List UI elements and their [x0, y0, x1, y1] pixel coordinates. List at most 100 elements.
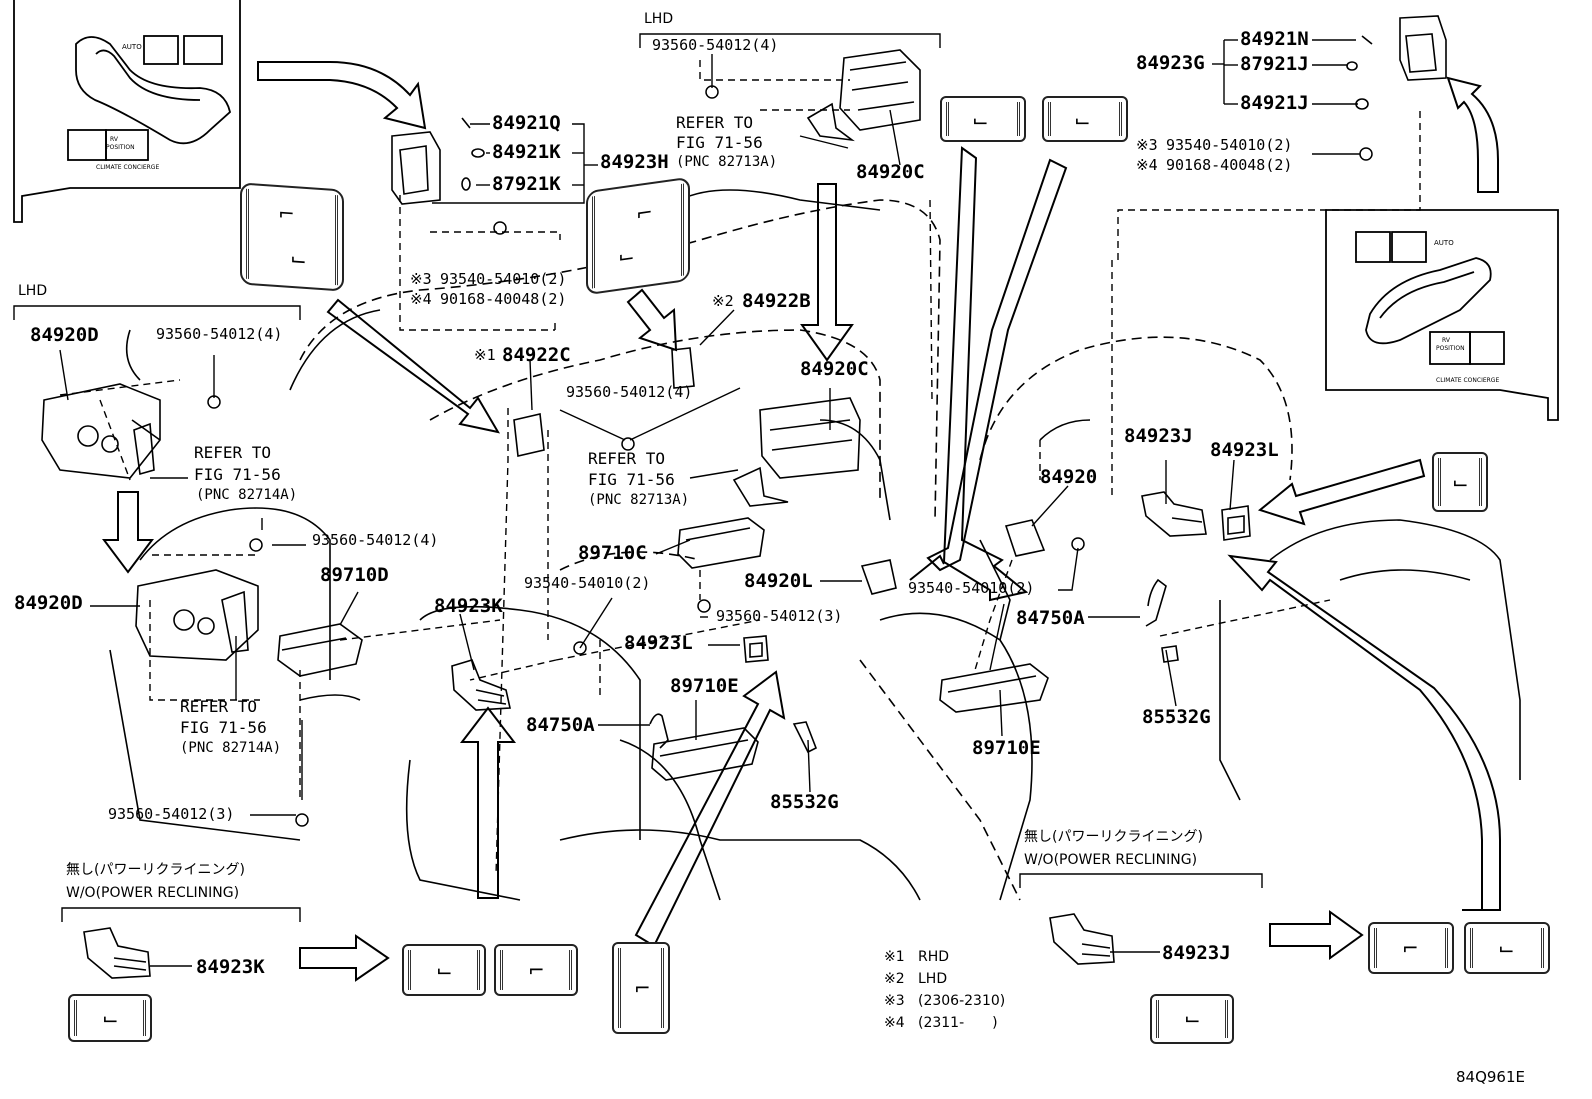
seat-switch-bl-3: ⌙	[68, 994, 152, 1042]
note-mark-3-right: ※3	[1136, 136, 1158, 154]
seat-switch-top-2: ⌙	[1042, 96, 1128, 142]
panel-concierge-label-right: CLIMATE CONCIERGE	[1436, 377, 1500, 384]
part-90168-40048-top-left: 90168-40048(2)	[440, 290, 567, 308]
part-93560-54012-center-3: 93560-54012(3)	[716, 607, 843, 625]
seat-icon: ⌙	[436, 958, 453, 982]
part-93560-54012-center: 93560-54012(4)	[566, 383, 693, 401]
note-4-text: (2311- )	[918, 1015, 998, 1031]
trim-panels	[13, 0, 1559, 421]
panel-concierge-label: CLIMATE CONCIERGE	[96, 164, 160, 171]
seat-cushion-icon: ⌙	[290, 245, 307, 272]
part-93560-54012-left-lower: 93560-54012(3)	[108, 805, 235, 823]
seat-switch-right: ⌙	[1432, 452, 1488, 512]
part-93560-54012-left-upper: 93560-54012(4)	[156, 325, 283, 343]
part-84923h: 84923H	[600, 151, 669, 173]
seat-icon: ⌐	[634, 976, 651, 1000]
part-84750a-center: 84750A	[526, 714, 595, 736]
part-93540-54010-right: 93540-54010(2)	[908, 579, 1035, 597]
part-85532g-right: 85532G	[1142, 706, 1211, 728]
seat-back-icon: ⌐	[278, 201, 295, 227]
lhd-label-top: LHD	[644, 11, 674, 27]
note-mark-1: ※1	[474, 346, 496, 364]
part-93540-54010-top-left: 93540-54010(2)	[440, 270, 567, 288]
note-mark-2: ※2	[712, 292, 734, 310]
part-84923l-center: 84923L	[624, 632, 693, 654]
part-84920d-lower: 84920D	[14, 592, 83, 614]
part-84920d-upper: 84920D	[30, 324, 99, 346]
seat-switch-bl-2: ⌐	[494, 944, 578, 996]
note-mark-4-left: ※4	[410, 290, 432, 308]
part-84921j: 84921J	[1240, 92, 1309, 114]
part-89710e-center: 89710E	[670, 675, 739, 697]
note-2-mark: ※2	[884, 971, 905, 987]
part-87921k: 87921K	[492, 173, 561, 195]
part-84923j-right: 84923J	[1124, 425, 1193, 447]
part-84923g: 84923G	[1136, 52, 1205, 74]
fig-top: FIG 71-56	[676, 133, 763, 152]
seat-switch-panel-left: ⌐ ⌙	[240, 182, 344, 292]
leader-lines	[13, 33, 1360, 967]
pnc-left: (PNC 82714A)	[196, 487, 298, 503]
refer-to-center: REFER TO	[588, 449, 666, 468]
part-93540-54010-top-right: 93540-54010(2)	[1166, 136, 1293, 154]
panel-rv-label-right: RV	[1442, 337, 1450, 344]
fig-left: FIG 71-56	[194, 465, 281, 484]
panel-rv-label: RV	[110, 136, 118, 143]
part-84920l: 84920L	[744, 570, 813, 592]
seat-icon: ⌙	[102, 1006, 119, 1030]
panel-position-label: POSITION	[106, 144, 135, 151]
note-4-mark: ※4	[884, 1015, 905, 1031]
part-90168-40048-top-right: 90168-40048(2)	[1166, 156, 1293, 174]
part-84923l-right: 84923L	[1210, 439, 1279, 461]
part-87921j: 87921J	[1240, 53, 1309, 75]
seat-back-icon: ⌐	[636, 199, 653, 227]
seat-solid-outlines	[109, 189, 1521, 901]
seat-cushion-icon: ⌙	[618, 242, 635, 269]
part-85532g-center: 85532G	[770, 791, 839, 813]
seat-switch-bl-1: ⌙	[402, 944, 486, 996]
seat-switch-top-1: ⌙	[940, 96, 1026, 142]
part-89710d: 89710D	[320, 564, 389, 586]
note-2-text: LHD	[918, 971, 948, 987]
seat-icon: ⌙	[972, 108, 989, 132]
part-89710e-right: 89710E	[972, 737, 1041, 759]
without-power-reclining-en-right: W/O(POWER RECLINING)	[1024, 852, 1198, 868]
note-mark-4-right: ※4	[1136, 156, 1158, 174]
part-89710c: 89710C	[578, 542, 647, 564]
note-1-mark: ※1	[884, 949, 905, 965]
part-84921q: 84921Q	[492, 112, 561, 134]
refer-to-left-2: REFER TO	[180, 697, 258, 716]
part-84920-right: 84920	[1040, 466, 1098, 488]
part-84920c-top: 84920C	[856, 161, 925, 183]
refer-to-top: REFER TO	[676, 113, 754, 132]
seat-switch-br-2: ⌙	[1464, 922, 1550, 974]
part-84923k-bottom: 84923K	[196, 956, 265, 978]
part-84921n: 84921N	[1240, 28, 1309, 50]
part-84920c-mid: 84920C	[800, 358, 869, 380]
seat-icon: ⌙	[1184, 1006, 1201, 1030]
part-84750a-right: 84750A	[1016, 607, 1085, 629]
part-93540-54010-center: 93540-54010(2)	[524, 574, 651, 592]
seat-switch-bc: ⌐	[612, 942, 670, 1034]
part-84922b: 84922B	[742, 290, 811, 312]
without-power-reclining-jp-right: 無し(パワーリクライニング)	[1024, 829, 1203, 845]
lhd-label-left: LHD	[18, 283, 48, 299]
without-power-reclining-en-left: W/O(POWER RECLINING)	[66, 885, 240, 901]
seat-switch-br-1: ⌐	[1368, 922, 1454, 974]
seat-icon: ⌐	[528, 958, 545, 982]
bolts	[207, 85, 1373, 827]
panel-auto-label: AUTO	[122, 43, 142, 51]
dashed-leaders	[59, 60, 1421, 876]
panel-auto-label-right: AUTO	[1434, 239, 1454, 247]
seat-icon: ⌙	[1452, 470, 1469, 494]
pnc-center: (PNC 82713A)	[588, 492, 690, 508]
diagram-code: 84Q961E	[1456, 1068, 1526, 1086]
part-84923k-center: 84923K	[434, 595, 503, 617]
seat-switch-br-3: ⌙	[1150, 994, 1234, 1044]
seat-switch-panel-center: ⌐ ⌙	[586, 176, 690, 296]
fig-left-2: FIG 71-56	[180, 718, 267, 737]
pnc-top: (PNC 82713A)	[676, 154, 778, 170]
note-3-mark: ※3	[884, 993, 905, 1009]
